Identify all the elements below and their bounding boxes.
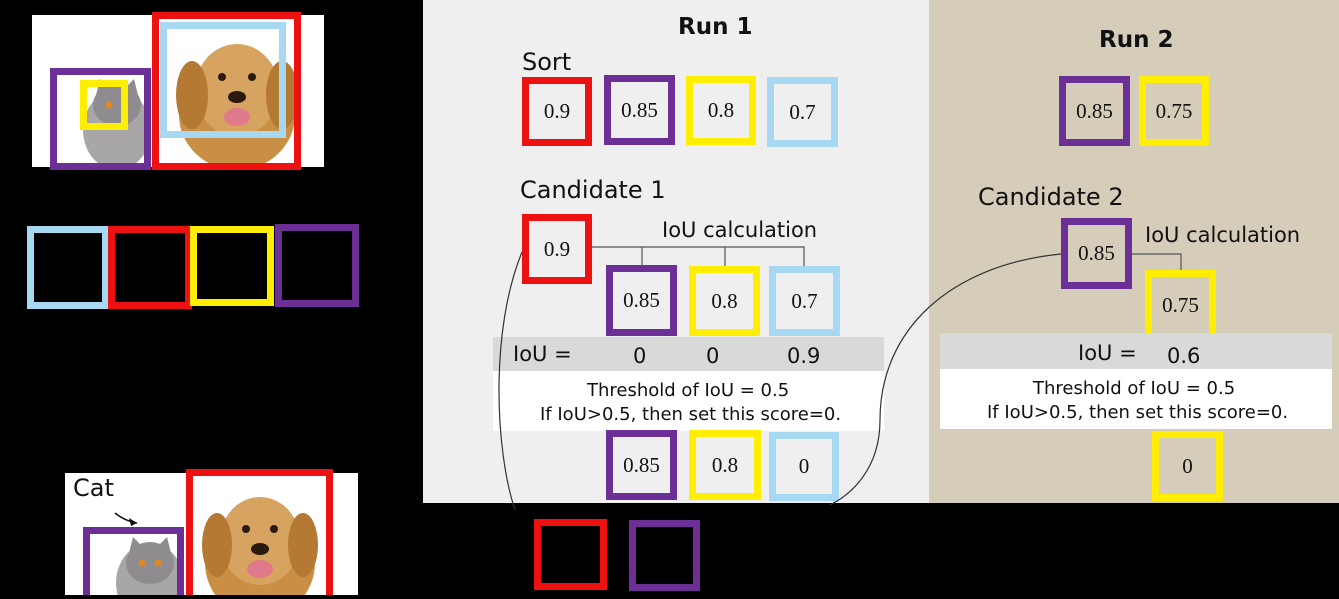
- output-purple-box: [83, 527, 184, 595]
- run2-title: Run 2: [1099, 27, 1174, 53]
- kept-purple-box: [629, 520, 700, 591]
- run1-result-box-1: 0.85: [606, 430, 677, 500]
- run2-compare-box-1: 0.75: [1145, 270, 1216, 340]
- empty-blue-box: [27, 226, 109, 309]
- top-yellow-box: [80, 80, 128, 130]
- top-blue-box: [160, 22, 286, 138]
- run1-iou-band: [493, 337, 884, 371]
- run2-iou-value-1: 0.6: [1167, 344, 1201, 368]
- run2-candidate-label: Candidate 2: [978, 183, 1124, 211]
- run1-iou-value-3: 0.9: [787, 344, 821, 368]
- run1-threshold-line2: If IoU>0.5, then set this score=0.: [540, 404, 842, 425]
- run2-iou-calc-label: IoU calculation: [1145, 223, 1301, 247]
- run1-title: Run 1: [678, 14, 753, 40]
- empty-purple-box: [275, 224, 359, 307]
- run2-threshold-line1: Threshold of IoU = 0.5: [1033, 378, 1236, 399]
- run2-iou-label: IoU =: [1078, 341, 1137, 365]
- run2-candidate-box: 0.85: [1061, 218, 1132, 289]
- run1-sort-label: Sort: [522, 48, 572, 76]
- run1-sorted-box-1: 0.9: [522, 77, 592, 146]
- output-red-box: [186, 469, 333, 595]
- cat-label: Cat: [73, 474, 114, 502]
- run1-iou-label: IoU =: [513, 342, 572, 366]
- run1-iou-value-2: 0: [706, 344, 720, 368]
- run1-compare-box-1: 0.85: [606, 265, 677, 336]
- run2-sorted-box-1: 0.85: [1059, 76, 1130, 146]
- run1-sorted-box-2: 0.85: [604, 75, 675, 145]
- run1-sorted-box-3: 0.8: [686, 76, 756, 145]
- empty-yellow-box: [190, 226, 274, 306]
- run1-candidate-label: Candidate 1: [520, 176, 666, 204]
- kept-red-box: [534, 519, 607, 590]
- run1-compare-box-2: 0.8: [689, 266, 760, 336]
- run1-candidate-box: 0.9: [522, 214, 592, 284]
- run2-threshold-line2: If IoU>0.5, then set this score=0.: [987, 402, 1289, 423]
- run1-compare-box-3: 0.7: [769, 266, 840, 336]
- run1-iou-calc-label: IoU calculation: [662, 218, 818, 242]
- top-purple-box: [50, 68, 151, 170]
- output-image-bottom: [65, 473, 358, 599]
- run1-sorted-box-4: 0.7: [767, 77, 838, 147]
- run1-threshold-box: [493, 371, 884, 431]
- run1-iou-value-1: 0: [633, 344, 647, 368]
- run1-result-box-3: 0: [769, 432, 839, 501]
- top-red-box: [152, 12, 301, 170]
- run1-threshold-line1: Threshold of IoU = 0.5: [587, 380, 790, 401]
- empty-red-box: [108, 226, 192, 309]
- cat-dog-illustration: [83, 44, 298, 170]
- input-image-top: [32, 15, 324, 170]
- run1-result-box-2: 0.8: [689, 430, 761, 500]
- run2-sorted-box-2: 0.75: [1139, 76, 1209, 146]
- output-cat-dog-illustration: [114, 497, 318, 599]
- run2-result-box-1: 0: [1152, 431, 1223, 501]
